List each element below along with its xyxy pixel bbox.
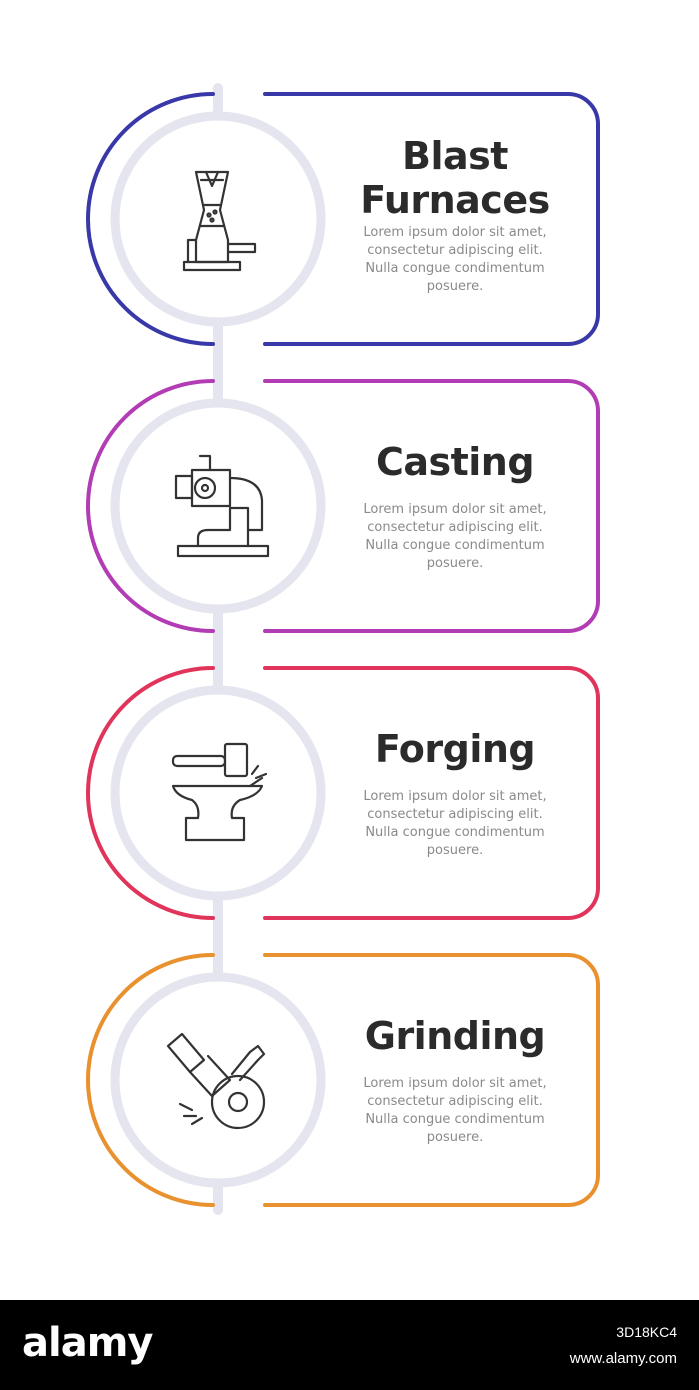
step-1-title: Blast Furnaces	[330, 134, 580, 222]
step-2-desc-line-4: posuere.	[426, 556, 484, 571]
step-2	[86, 379, 600, 633]
watermark-footer: alamy 3D18KC4 www.alamy.com	[0, 1300, 699, 1390]
step-4-frame	[86, 953, 600, 1207]
step-3-desc-line-3: Nulla congue condimentum	[365, 825, 545, 840]
step-3-frame	[86, 666, 600, 920]
step-1-description: Lorem ipsum dolor sit amet, consectetur …	[330, 224, 580, 296]
step-1-desc-line-2: consectetur adipiscing elit.	[367, 243, 543, 258]
step-3-description: Lorem ipsum dolor sit amet, consectetur …	[330, 788, 580, 860]
step-3-title-line-1: Forging	[374, 727, 536, 771]
step-1-desc-line-4: posuere.	[426, 279, 484, 294]
step-1-desc-line-1: Lorem ipsum dolor sit amet,	[363, 225, 547, 240]
step-4-description: Lorem ipsum dolor sit amet, consectetur …	[330, 1075, 580, 1147]
step-2-desc-line-1: Lorem ipsum dolor sit amet,	[363, 502, 547, 517]
step-4-desc-line-1: Lorem ipsum dolor sit amet,	[363, 1076, 547, 1091]
angle-grinder-icon	[166, 1032, 266, 1130]
step-2-title-line-1: Casting	[375, 440, 535, 484]
diagram-canvas	[86, 83, 600, 1215]
step-2-title: Casting	[330, 440, 580, 484]
casting-machine-icon	[174, 454, 270, 558]
step-1-title-line-2: Furnaces	[360, 178, 550, 222]
step-2-desc-line-3: Nulla congue condimentum	[365, 538, 545, 553]
step-4-desc-line-3: Nulla congue condimentum	[365, 1112, 545, 1127]
step-4-desc-line-2: consectetur adipiscing elit.	[367, 1094, 543, 1109]
step-2-description: Lorem ipsum dolor sit amet, consectetur …	[330, 501, 580, 573]
blast-furnace-icon	[182, 170, 257, 272]
step-3-circle	[110, 685, 326, 901]
step-1-circle	[110, 111, 326, 327]
step-2-desc-line-2: consectetur adipiscing elit.	[367, 520, 543, 535]
brand-logo: alamy	[22, 1320, 153, 1366]
step-3	[86, 666, 600, 920]
step-2-frame	[86, 379, 600, 633]
site-url: www.alamy.com	[569, 1350, 677, 1367]
step-3-desc-line-2: consectetur adipiscing elit.	[367, 807, 543, 822]
step-1-title-line-1: Blast	[402, 134, 508, 178]
step-4	[86, 953, 600, 1207]
step-4-title-line-1: Grinding	[364, 1014, 546, 1058]
step-1-desc-line-3: Nulla congue condimentum	[365, 261, 545, 276]
step-4-circle	[110, 972, 326, 1188]
step-3-title: Forging	[330, 727, 580, 771]
step-3-desc-line-1: Lorem ipsum dolor sit amet,	[363, 789, 547, 804]
anvil-hammer-icon	[171, 742, 268, 842]
step-4-desc-line-4: posuere.	[426, 1130, 484, 1145]
image-id: 3D18KC4	[616, 1324, 677, 1340]
step-1	[86, 92, 600, 346]
step-1-frame	[86, 92, 600, 346]
step-3-desc-line-4: posuere.	[426, 843, 484, 858]
step-4-title: Grinding	[330, 1014, 580, 1058]
